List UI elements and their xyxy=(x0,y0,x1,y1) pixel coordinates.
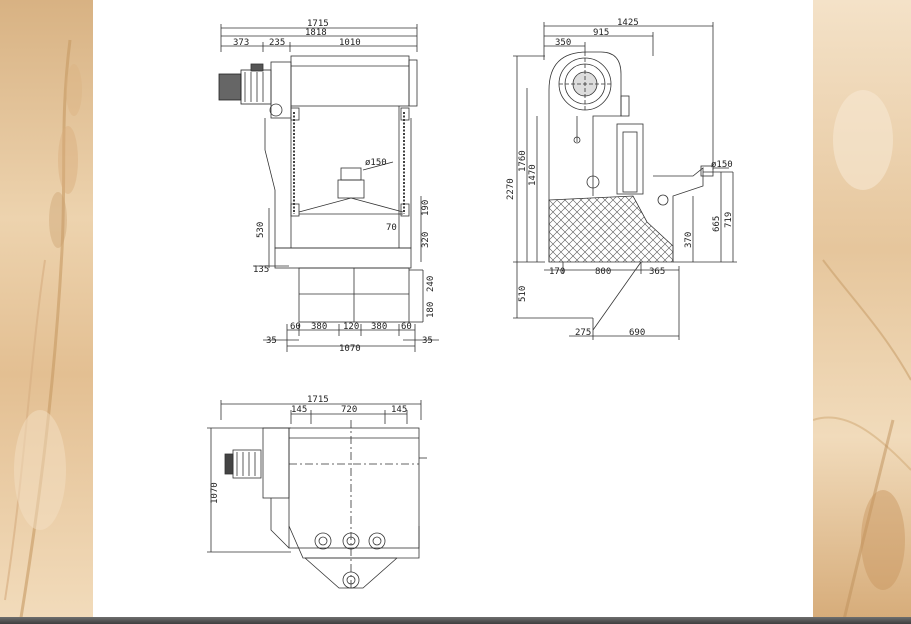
top-view: 1715 145 720 145 1070 xyxy=(207,395,427,590)
dim-side-365: 365 xyxy=(649,267,665,277)
dim-front-1818: 1818 xyxy=(305,28,327,38)
dim-front-380b: 380 xyxy=(371,322,387,332)
dim-front-1715: 1715 xyxy=(307,19,329,29)
dim-front-373: 373 xyxy=(233,38,249,48)
dim-top-145a: 145 xyxy=(291,405,307,415)
footer-bar xyxy=(0,617,911,624)
dim-front-70: 70 xyxy=(386,223,397,233)
dim-front-530: 530 xyxy=(256,222,266,238)
dim-front-35a: 35 xyxy=(266,336,277,346)
dim-side-690: 690 xyxy=(629,328,645,338)
dim-front-35b: 35 xyxy=(422,336,433,346)
dim-front-320: 320 xyxy=(421,232,431,248)
side-view: 1425 915 350 ø150 2270 1760 1470 510 370… xyxy=(506,18,737,340)
dim-front-60b: 60 xyxy=(401,322,412,332)
dim-front-1010: 1010 xyxy=(339,38,361,48)
dia-side-150: ø150 xyxy=(711,160,733,170)
dim-front-235: 235 xyxy=(269,38,285,48)
technical-drawing: 1715 1818 373 235 1010 ø150 190 70 320 5… xyxy=(207,18,737,590)
dim-side-370: 370 xyxy=(684,232,694,248)
dim-side-800: 800 xyxy=(595,267,611,277)
wheat-background-right xyxy=(813,0,911,624)
dim-side-350: 350 xyxy=(555,38,571,48)
wheat-background-left xyxy=(0,0,93,624)
dim-front-60a: 60 xyxy=(290,322,301,332)
dim-side-275: 275 xyxy=(575,328,591,338)
dim-top-1070: 1070 xyxy=(210,482,220,504)
dim-front-240: 240 xyxy=(426,276,436,292)
dim-front-1070: 1070 xyxy=(339,344,361,354)
wheat-stalk-icon xyxy=(4,39,82,624)
dia-front-150: ø150 xyxy=(365,158,387,168)
dim-front-180: 180 xyxy=(426,302,436,318)
dim-front-380a: 380 xyxy=(311,322,327,332)
dim-front-135: 135 xyxy=(253,265,269,275)
wheat-ear-icon xyxy=(813,90,911,624)
dim-side-665: 665 xyxy=(712,216,722,232)
dim-side-1470: 1470 xyxy=(528,164,538,186)
dim-top-720: 720 xyxy=(341,405,357,415)
dim-top-145b: 145 xyxy=(391,405,407,415)
dim-side-719: 719 xyxy=(724,212,734,228)
dim-side-2270: 2270 xyxy=(506,178,516,200)
dim-side-1760: 1760 xyxy=(518,150,528,172)
dim-side-1425: 1425 xyxy=(617,18,639,28)
front-view: 1715 1818 373 235 1010 ø150 190 70 320 5… xyxy=(218,19,439,354)
dim-side-510: 510 xyxy=(518,286,528,302)
drawing-sheet: 1715 1818 373 235 1010 ø150 190 70 320 5… xyxy=(93,0,813,617)
dim-front-190: 190 xyxy=(421,200,431,216)
dim-side-915: 915 xyxy=(593,28,609,38)
dim-top-1715: 1715 xyxy=(307,395,329,405)
dim-side-170: 170 xyxy=(549,267,565,277)
dim-front-120: 120 xyxy=(343,322,359,332)
